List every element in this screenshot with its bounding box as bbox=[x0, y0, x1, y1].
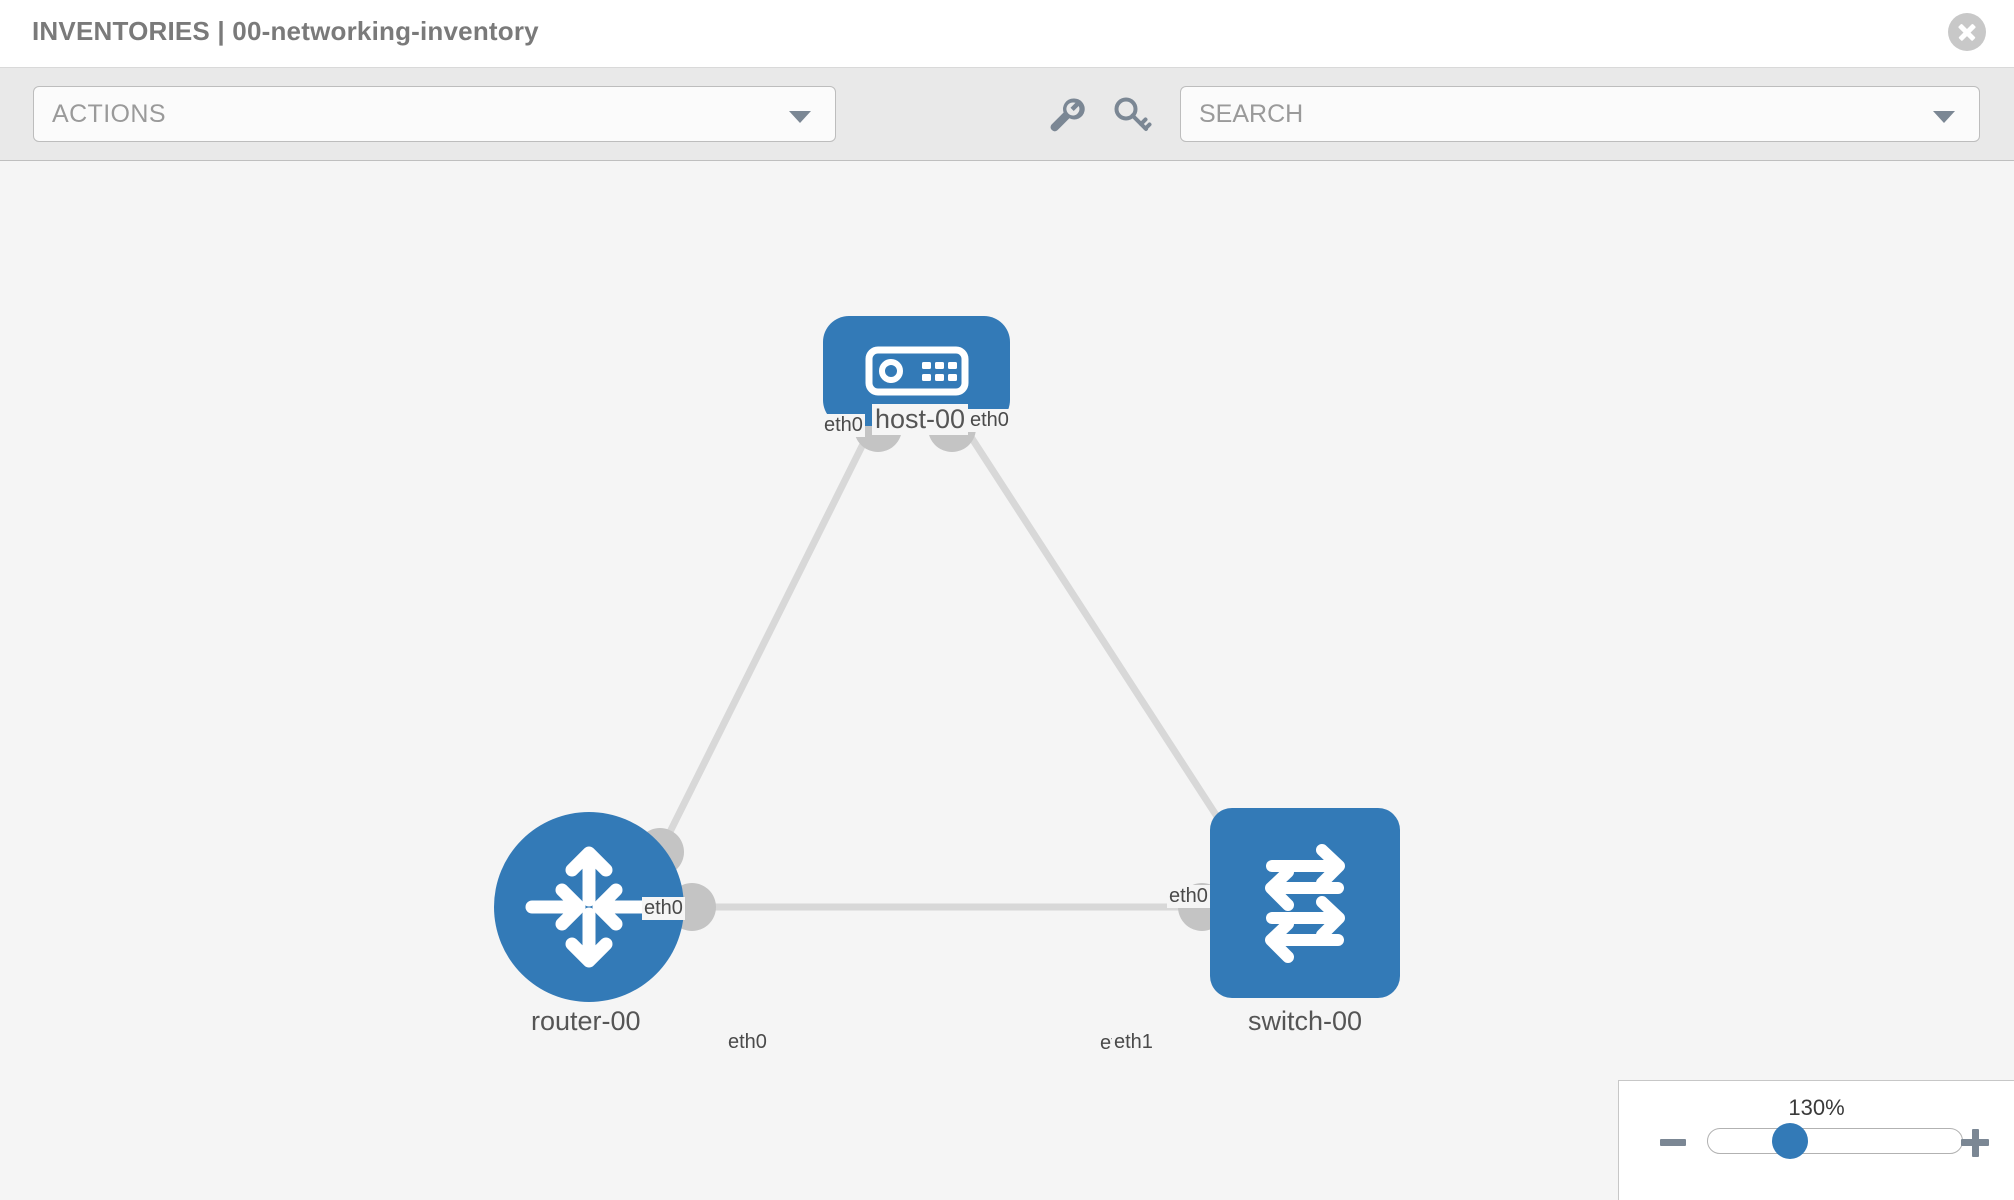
link-host-router bbox=[651, 418, 879, 864]
node-label-switch-00: switch-00 bbox=[1245, 1006, 1366, 1037]
switch-icon bbox=[1265, 844, 1345, 963]
zoom-in-button[interactable] bbox=[1958, 1125, 1992, 1159]
node-label-router-00: router-00 bbox=[528, 1006, 644, 1037]
key-icon[interactable] bbox=[1110, 93, 1154, 137]
link-host-switch bbox=[957, 418, 1243, 854]
zoom-slider-track[interactable] bbox=[1707, 1128, 1963, 1154]
iface-label-router-uplink: eth0 bbox=[642, 897, 685, 920]
chevron-down-icon bbox=[789, 111, 811, 123]
node-label-host-00: host-00 bbox=[872, 404, 969, 435]
actions-dropdown[interactable]: ACTIONS bbox=[33, 86, 836, 142]
iface-label-host-right: eth0 bbox=[968, 409, 1011, 432]
zoom-control-panel: 130% bbox=[1618, 1080, 2014, 1200]
zoom-out-button[interactable] bbox=[1657, 1125, 1691, 1159]
topology-canvas[interactable]: host-00 router-00 switch-00 eth0 eth0 et… bbox=[0, 162, 2014, 1200]
node-switch-00[interactable] bbox=[1210, 808, 1400, 998]
actions-dropdown-label: ACTIONS bbox=[52, 99, 166, 128]
server-icon bbox=[865, 346, 969, 396]
page-title: INVENTORIES | 00-networking-inventory bbox=[32, 16, 539, 46]
search-box[interactable] bbox=[1180, 86, 1980, 142]
page-header: INVENTORIES | 00-networking-inventory bbox=[0, 0, 2014, 68]
search-input[interactable] bbox=[1199, 87, 1899, 141]
chevron-down-icon[interactable] bbox=[1933, 111, 1955, 123]
iface-label-switch-uplink: eth0 bbox=[1167, 885, 1210, 908]
close-icon[interactable] bbox=[1948, 13, 1986, 51]
zoom-slider-thumb[interactable] bbox=[1772, 1123, 1808, 1159]
toolbar: ACTIONS bbox=[0, 68, 2014, 161]
iface-label-router-right: eth0 bbox=[726, 1031, 769, 1054]
router-icon bbox=[525, 846, 653, 968]
wrench-icon[interactable] bbox=[1043, 93, 1087, 137]
iface-label-switch-left: eth1 bbox=[1112, 1031, 1155, 1054]
zoom-level-value: 130% bbox=[1788, 1095, 1845, 1120]
iface-label-host-left: eth0 bbox=[822, 414, 865, 437]
